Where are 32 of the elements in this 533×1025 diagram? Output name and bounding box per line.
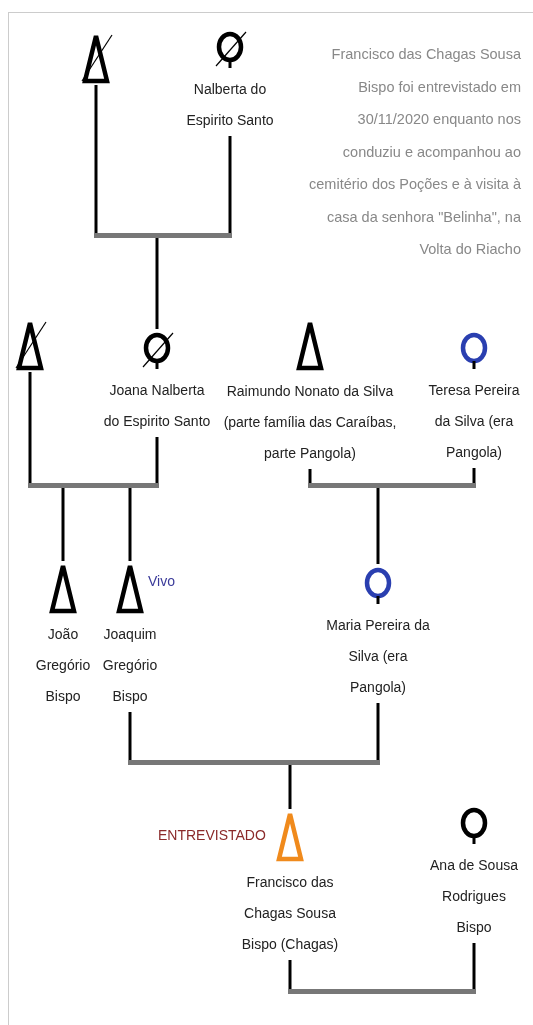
note-text: Francisco das Chagas Sousa Bispo foi entrevistado em 30/11/2020 enquanto nos conduziu e acompanhou ao cemitério dos Poções e à visita à casa da senhora "Belinha", na Volta do Riacho xyxy=(308,45,521,259)
kinship-line xyxy=(308,469,312,483)
kinship-line xyxy=(155,437,159,483)
kinship-line xyxy=(128,488,132,561)
kinship-line xyxy=(228,136,232,233)
person-name: Raimundo Nonato da Silva (parte família das Caraíbas, parte Pangola) xyxy=(222,382,398,463)
role-label: ENTREVISTADO xyxy=(158,827,266,843)
status-label: Vivo xyxy=(148,573,175,589)
person-name: João Gregório Bispo xyxy=(34,625,92,706)
person-name: Nalberta do Espirito Santo xyxy=(185,80,275,130)
marriage-bar xyxy=(288,989,476,994)
person-name: Maria Pereira da Silva (era Pangola) xyxy=(325,616,431,697)
kinship-line xyxy=(376,488,380,564)
kinship-line xyxy=(155,238,159,329)
kinship-line xyxy=(472,943,476,989)
kinship-line xyxy=(28,372,32,483)
kinship-line xyxy=(376,703,380,760)
kinship-line xyxy=(94,85,98,233)
person-name: Francisco das Chagas Sousa Bispo (Chagas) xyxy=(240,873,340,954)
person-name: Joaquim Gregório Bispo xyxy=(101,625,159,706)
person-name: Teresa Pereira da Silva (era Pangola) xyxy=(427,381,521,462)
person-name: Ana de Sousa Rodrigues Bispo xyxy=(429,856,519,937)
marriage-bar xyxy=(28,483,159,488)
kinship-line xyxy=(288,765,292,809)
kinship-line xyxy=(472,468,476,483)
person-name: Joana Nalberta do Espirito Santo xyxy=(102,381,212,431)
kinship-line xyxy=(61,488,65,561)
kinship-line xyxy=(288,960,292,989)
marriage-bar xyxy=(308,483,476,488)
marriage-bar xyxy=(94,233,232,238)
kinship-line xyxy=(128,712,132,760)
marriage-bar xyxy=(128,760,380,765)
